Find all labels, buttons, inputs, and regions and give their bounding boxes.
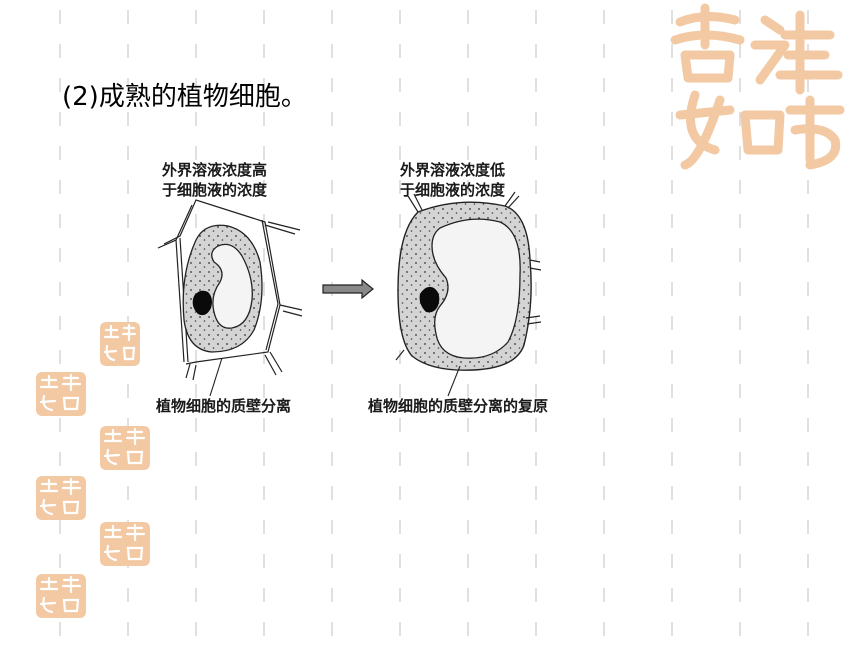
vacuole-large	[431, 218, 521, 359]
plasmolysis-label: 植物细胞的质壁分离	[156, 397, 292, 415]
nucleus-right	[419, 286, 440, 313]
seal-decoration-4	[36, 476, 86, 520]
left-condition-caption: 外界溶液浓度高 于细胞液的浓度	[162, 160, 267, 200]
right-condition-line1: 外界溶液浓度低	[400, 161, 506, 179]
large-seal-decoration	[670, 3, 845, 170]
seal-decoration-2	[36, 372, 86, 416]
deplasmolysis-cell	[395, 191, 542, 397]
nucleus-left	[192, 290, 212, 316]
deplasmolysis-label: 植物细胞的质壁分离的复原	[368, 397, 549, 415]
left-condition-line2: 于细胞液的浓度	[162, 181, 268, 199]
vacuole-small	[211, 243, 253, 329]
seal-decoration-1	[100, 322, 140, 366]
seal-decoration-3	[100, 426, 150, 470]
seal-decoration-6	[36, 574, 86, 618]
right-condition-caption: 外界溶液浓度低 于细胞液的浓度	[400, 160, 505, 200]
page-heading: (2)成熟的植物细胞。	[62, 82, 307, 112]
left-condition-line1: 外界溶液浓度高	[162, 161, 268, 179]
right-condition-line2: 于细胞液的浓度	[400, 181, 506, 199]
transition-arrow	[322, 278, 374, 300]
seal-decoration-5	[100, 522, 150, 566]
plasmolysis-cell	[157, 199, 303, 397]
